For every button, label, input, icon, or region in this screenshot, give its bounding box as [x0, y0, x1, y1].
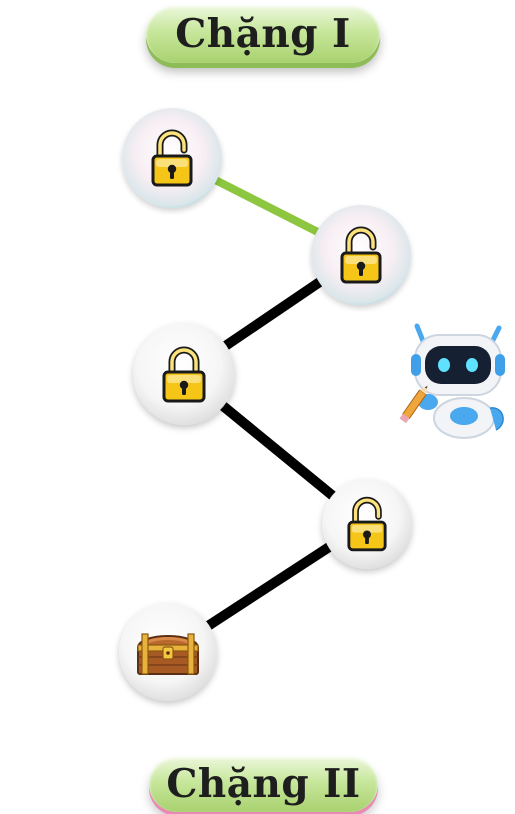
next-stage-title: Chặng II [166, 760, 361, 807]
locked-padlock-icon [162, 346, 206, 403]
unlocked-padlock-icon [347, 496, 387, 552]
level-node-4[interactable] [322, 479, 412, 569]
level-node-treasure[interactable] [119, 603, 217, 701]
next-stage-banner: Chặng II [149, 756, 378, 812]
stage-title-banner: Chặng I [146, 5, 380, 63]
treasure-chest-icon [136, 633, 200, 675]
unlocked-padlock-icon [340, 226, 382, 284]
level-node-1[interactable] [122, 108, 222, 208]
stage-title: Chặng I [175, 10, 351, 57]
robot-mascot-icon [399, 323, 505, 439]
unlocked-padlock-icon [151, 129, 193, 187]
level-node-3[interactable] [133, 323, 235, 425]
level-node-2[interactable] [311, 205, 411, 305]
